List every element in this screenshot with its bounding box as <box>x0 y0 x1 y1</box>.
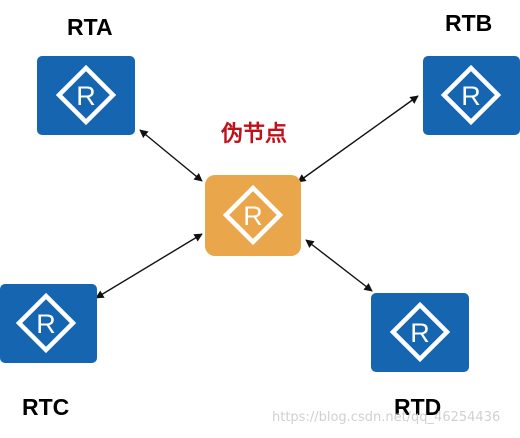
router-pseudo-node-icon: R <box>205 175 301 256</box>
router-rtc-icon: R <box>0 284 97 363</box>
svg-text:R: R <box>36 309 56 339</box>
router-rtc-label: RTC <box>22 394 70 420</box>
router-rtd-label: RTD <box>394 394 442 420</box>
svg-text:R: R <box>410 318 430 348</box>
router-rta-icon: R <box>37 56 135 135</box>
link-rtc-pseudo <box>95 233 203 299</box>
router-rta-label: RTA <box>67 14 113 40</box>
pseudo-node-label: 伪节点 <box>221 122 288 147</box>
router-rtb-label: RTB <box>445 10 493 36</box>
router-rtb-icon: R <box>423 56 520 135</box>
svg-text:R: R <box>461 81 481 111</box>
link-rta-pseudo <box>139 129 203 182</box>
watermark: https://blog.csdn.net/qq_46254436 <box>272 410 501 425</box>
link-rtb-pseudo <box>297 95 419 183</box>
svg-text:R: R <box>76 81 96 111</box>
router-rtd-icon: R <box>371 293 469 372</box>
link-rtd-pseudo <box>305 239 373 292</box>
svg-text:R: R <box>243 201 263 231</box>
